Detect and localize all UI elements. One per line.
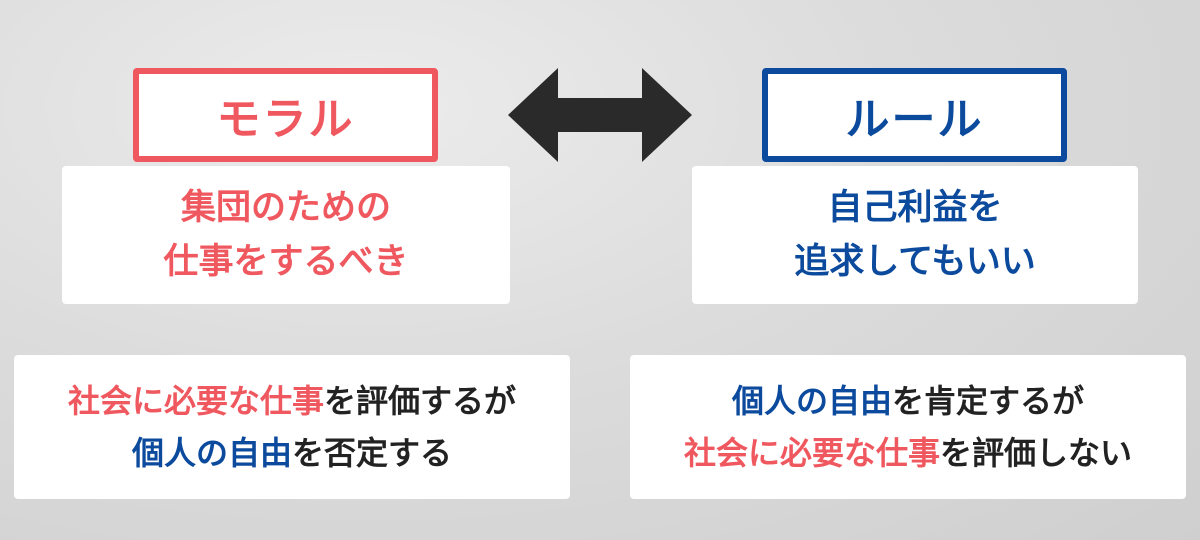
rule-description-line: 自己利益を xyxy=(827,188,1003,228)
highlight-individual-freedom: 個人の自由 xyxy=(731,382,892,420)
rule-title: ルール xyxy=(845,94,984,145)
moral-evaluation-line: 社会に必要な仕事を評価するが xyxy=(68,375,516,427)
highlight-social-work: 社会に必要な仕事 xyxy=(67,382,324,420)
highlight-social-work: 社会に必要な仕事 xyxy=(683,434,940,472)
double-headed-arrow-icon xyxy=(508,68,692,162)
rule-description-line: 追求してもいい xyxy=(794,242,1036,282)
evaluation-text: を評価しない xyxy=(940,434,1133,472)
rule-title-box: ルール xyxy=(762,68,1067,162)
rule-evaluation-card: 個人の自由を肯定するが 社会に必要な仕事を評価しない xyxy=(630,355,1186,499)
rule-evaluation-line: 社会に必要な仕事を評価しない xyxy=(684,427,1132,479)
moral-description-line: 集団のための xyxy=(180,188,391,228)
rule-description-card: 自己利益を 追求してもいい xyxy=(692,166,1138,304)
rule-evaluation-line: 個人の自由を肯定するが xyxy=(732,375,1084,427)
moral-description-line: 仕事をするべき xyxy=(163,242,409,282)
moral-evaluation-line: 個人の自由を否定する xyxy=(132,427,452,479)
evaluation-text: を評価するが xyxy=(324,382,517,420)
moral-evaluation-card: 社会に必要な仕事を評価するが 個人の自由を否定する xyxy=(14,355,570,499)
evaluation-text: を否定する xyxy=(292,434,453,472)
evaluation-text: を肯定するが xyxy=(892,382,1085,420)
moral-description-card: 集団のための 仕事をするべき xyxy=(62,166,510,304)
highlight-individual-freedom: 個人の自由 xyxy=(131,434,292,472)
moral-title-box: モラル xyxy=(133,68,438,162)
moral-title: モラル xyxy=(216,94,355,145)
